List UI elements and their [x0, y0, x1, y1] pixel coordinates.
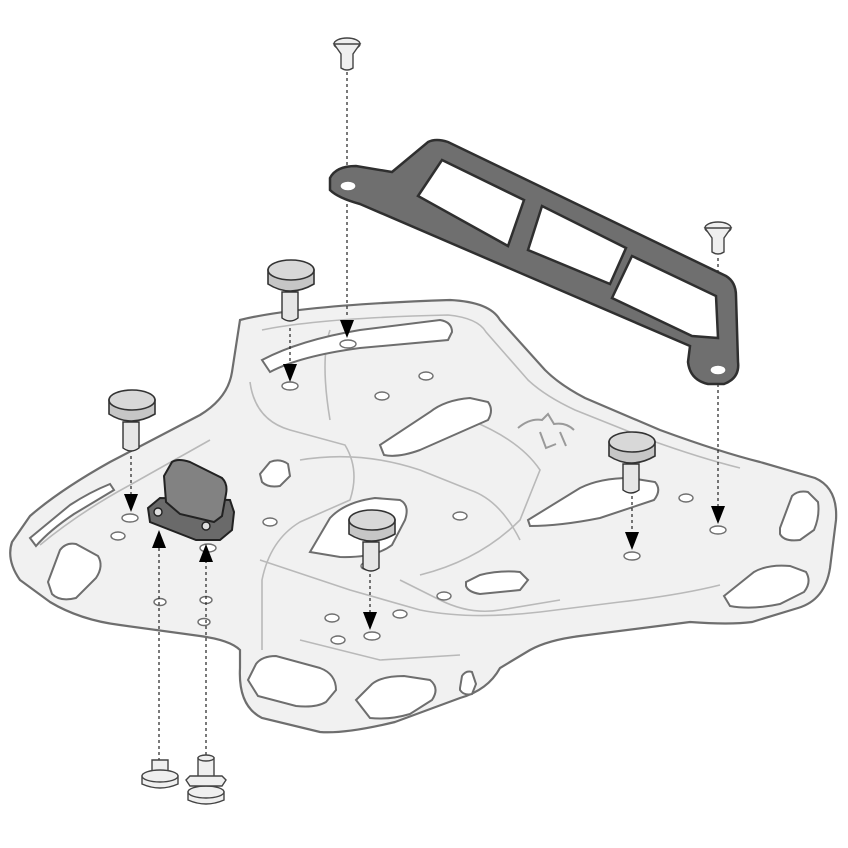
knob-pin — [622, 463, 640, 494]
hole — [709, 525, 727, 535]
cutout-lower-middle — [465, 570, 530, 596]
plate-outline — [9, 298, 838, 734]
hole — [678, 493, 694, 503]
hole — [110, 531, 126, 541]
brand-logo-icon — [517, 412, 575, 450]
arrow-icon — [199, 544, 213, 562]
locking-knob — [267, 259, 315, 322]
arrow-icon — [124, 494, 138, 512]
knob-top — [348, 509, 396, 531]
cutout-right-bottom — [722, 564, 810, 609]
hole — [623, 551, 641, 561]
bracket-window-3 — [610, 254, 720, 340]
cutout-bottom-center — [354, 674, 437, 720]
cutout-bottom-slot — [459, 670, 478, 696]
knob-top — [108, 389, 156, 411]
arrow-icon — [363, 612, 377, 630]
lock-adapter — [146, 459, 236, 541]
knob-top — [608, 431, 656, 453]
arrow-icon — [283, 364, 297, 382]
locking-knob — [608, 431, 656, 494]
hole — [262, 517, 278, 527]
lock-adapter-body — [162, 459, 228, 524]
plate-inner-contour — [39, 314, 741, 650]
knob-pin — [122, 421, 140, 452]
hole — [153, 597, 167, 607]
reinforcement-bracket — [328, 138, 740, 386]
locking-knob — [348, 509, 396, 572]
bracket-window-1 — [416, 158, 526, 248]
bracket-window-2 — [526, 204, 628, 286]
hole — [121, 513, 139, 523]
lock-adapter-hole — [153, 507, 163, 517]
hole — [324, 613, 340, 623]
hole — [392, 609, 408, 619]
bracket-hole — [709, 364, 727, 376]
bolt-tip — [197, 754, 215, 762]
screw-shank — [332, 43, 362, 71]
hole — [363, 631, 381, 641]
cutout-right-edge — [779, 490, 820, 542]
hole — [197, 617, 211, 627]
plate-inner-contour-2 — [259, 455, 721, 661]
cutout-center-top — [378, 396, 492, 457]
knob-pin — [362, 541, 380, 572]
hole — [452, 511, 468, 521]
hole — [330, 635, 346, 645]
flat-head-screw — [332, 37, 362, 71]
locking-knob — [108, 389, 156, 452]
arrow-icon — [625, 532, 639, 550]
hole — [436, 591, 452, 601]
hole — [339, 339, 357, 349]
arrow-icon — [711, 506, 725, 524]
bolt-head — [187, 785, 225, 799]
bottom-bolt — [141, 759, 179, 789]
cutout-top-slot — [260, 318, 454, 374]
hole — [374, 391, 390, 401]
cutout-bottom-left — [246, 654, 338, 708]
cutout-left-large — [46, 542, 102, 601]
hole — [281, 381, 299, 391]
flat-head-screw — [703, 221, 733, 255]
cutout-left-edge-slot — [28, 482, 116, 548]
arrow-icon — [340, 320, 354, 338]
bolt-head — [141, 769, 179, 783]
bottom-bolt — [185, 754, 227, 805]
bracket-hole — [339, 180, 357, 192]
screw-shank — [703, 227, 733, 255]
knob-top — [267, 259, 315, 281]
cutout-left-small — [258, 459, 292, 488]
assembly-arrows — [124, 320, 725, 630]
bolt-washer — [185, 775, 227, 787]
knob-pin — [281, 291, 299, 322]
lock-adapter-hole — [201, 521, 211, 531]
arrow-icon — [152, 530, 166, 548]
hole — [418, 371, 434, 381]
